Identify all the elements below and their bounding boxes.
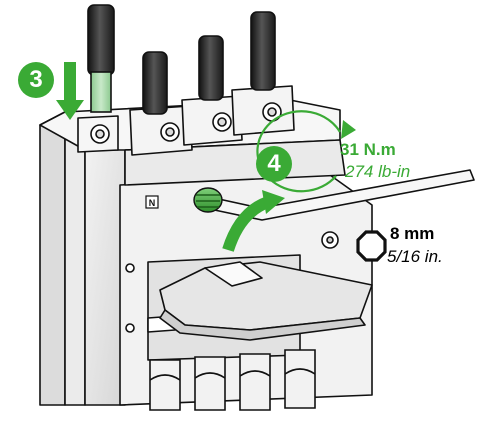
torque-value-imperial: 274 lb-in <box>345 162 411 181</box>
hex-key-size-imperial: 5/16 in. <box>387 247 443 266</box>
torque-value: 31 N.m <box>340 140 396 159</box>
terminal-lugs <box>77 85 295 156</box>
bottom-terminals <box>149 349 316 411</box>
hex-key-size: 8 mm <box>390 224 435 243</box>
cables <box>87 4 276 115</box>
step-4-rotation-arrow <box>222 190 285 252</box>
step-4-number: 4 <box>267 150 281 177</box>
cable-2 <box>142 51 168 115</box>
step-4-badge: 4 <box>256 146 292 182</box>
step-3-number: 3 <box>29 66 43 93</box>
hex-icon <box>356 230 387 262</box>
cable-1 <box>87 4 115 76</box>
cable-3 <box>198 35 224 101</box>
torque-rotation-icon <box>256 110 356 193</box>
step-3-badge: 3 <box>18 62 54 98</box>
terminal-screw <box>193 187 223 213</box>
stripped-wire <box>90 71 112 113</box>
step-3-arrow <box>56 62 84 120</box>
neutral-marker: N <box>145 195 159 209</box>
cable-4 <box>250 11 276 91</box>
neutral-marker-label: N <box>149 198 156 208</box>
operating-handle <box>159 261 373 341</box>
